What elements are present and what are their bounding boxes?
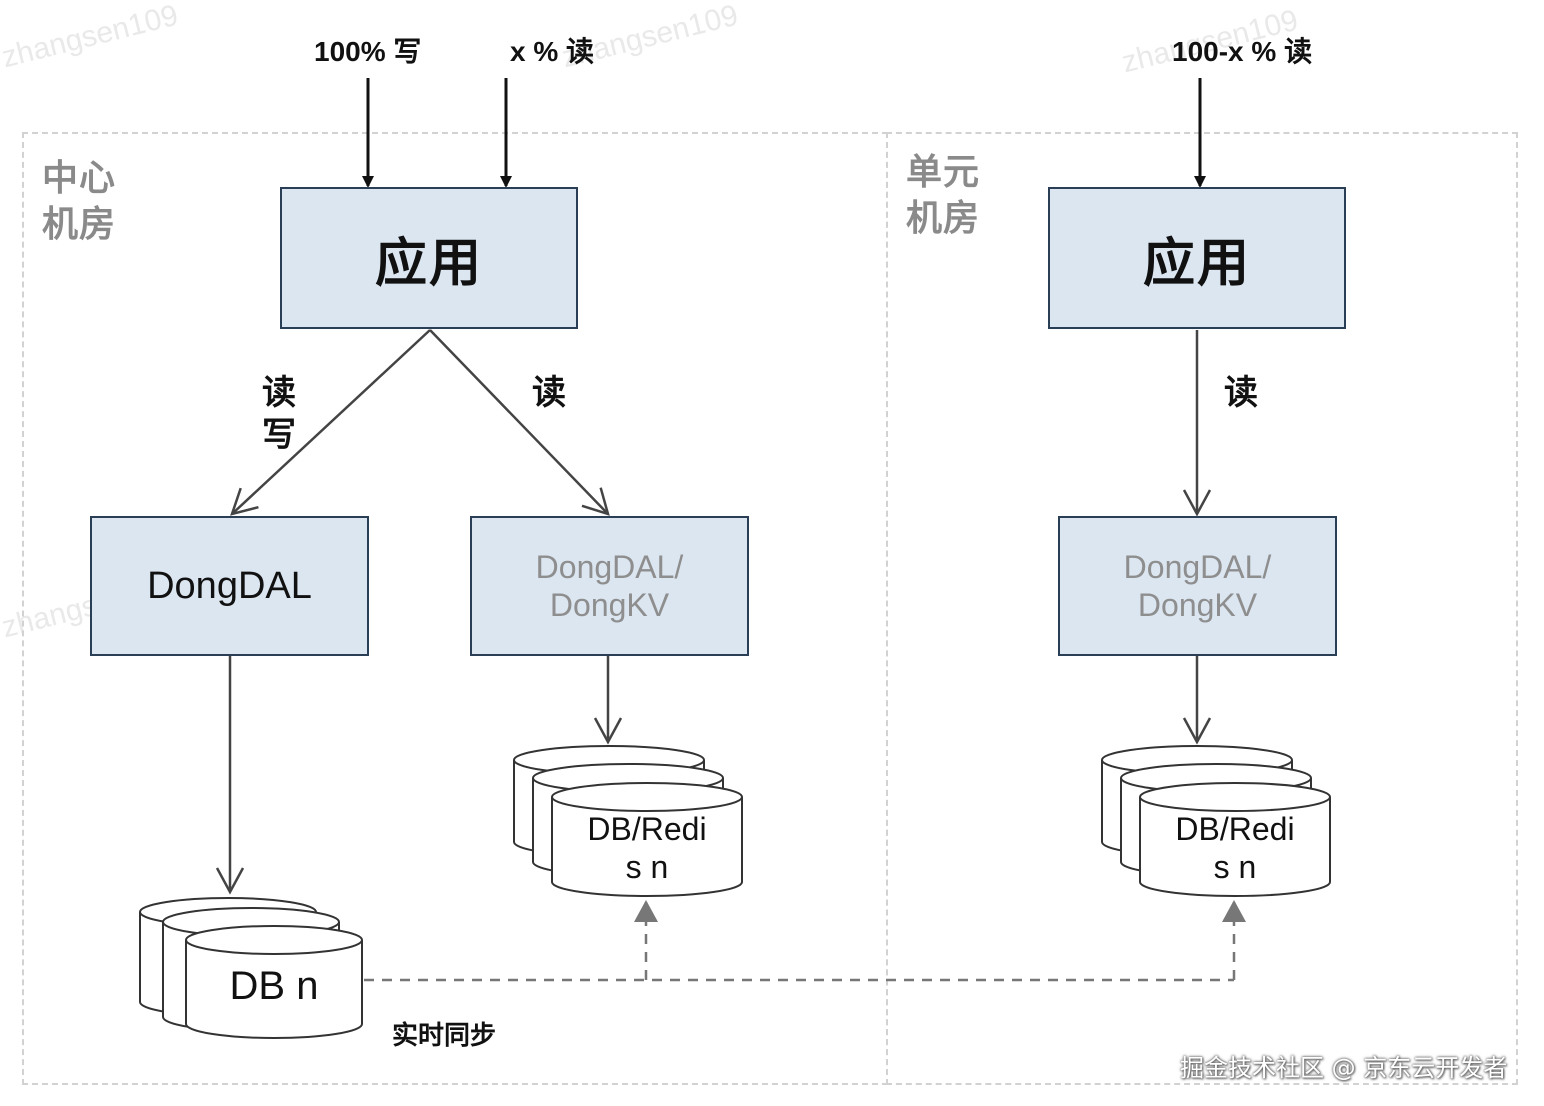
center-app-box: 应用 — [280, 187, 578, 329]
dongdal-kv-label-line1: DongDAL/ — [535, 549, 684, 585]
center-app-label: 应用 — [374, 233, 483, 294]
dongdal-box: DongDAL — [90, 516, 369, 656]
unit-app-box: 应用 — [1048, 187, 1346, 329]
read-x-label: x % 读 — [510, 36, 595, 67]
unit-db-redis-line2: s n — [1213, 849, 1257, 885]
unit-dongdal-kv-label-line2: DongKV — [1137, 587, 1258, 623]
db-redis-line2: s n — [625, 849, 669, 885]
dongdal-kv-box-unit: DongDAL/ DongKV — [1058, 516, 1337, 656]
db-redis-label-center: DB/Redi s n — [552, 810, 742, 886]
dongdal-kv-box-center: DongDAL/ DongKV — [470, 516, 749, 656]
sync-connector — [364, 900, 1246, 982]
db-redis-stack-center — [513, 745, 743, 897]
unit-zone-label: 单元机房 — [906, 152, 981, 239]
unit-app-label: 应用 — [1142, 233, 1251, 294]
unit-datacenter-zone — [886, 132, 1518, 1085]
db-main-stack — [139, 897, 363, 1039]
read-edge-label: 读 — [532, 373, 566, 413]
source-footer: 掘金技术社区 @ 京东云开发者 — [1180, 1054, 1508, 1082]
write-100-label: 100% 写 — [314, 36, 422, 67]
db-main-label: DB n — [229, 964, 319, 1008]
dongdal-kv-label-line2: DongKV — [549, 587, 670, 623]
dongdal-label: DongDAL — [147, 564, 312, 607]
db-redis-label-unit: DB/Redi s n — [1140, 810, 1330, 886]
read-rest-label: 100-x % 读 — [1172, 36, 1313, 67]
unit-db-redis-line1: DB/Redi — [1175, 811, 1295, 847]
readwrite-edge-label: 读写 — [262, 373, 296, 455]
realtime-sync-label: 实时同步 — [392, 1021, 497, 1051]
db-redis-line1: DB/Redi — [587, 811, 707, 847]
unit-dongdal-kv-label-line1: DongDAL/ — [1123, 549, 1272, 585]
db-redis-stack-unit — [1101, 745, 1331, 897]
unit-read-edge-label: 读 — [1224, 373, 1258, 413]
read-edge — [429, 329, 610, 516]
readwrite-edge — [230, 329, 431, 516]
center-zone-label: 中心机房 — [42, 158, 117, 245]
